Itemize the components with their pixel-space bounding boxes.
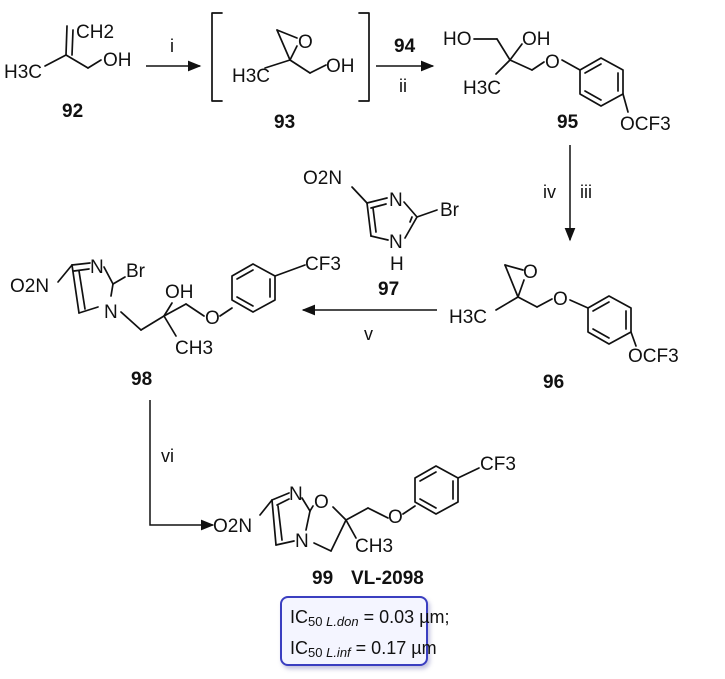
compound-96-h3c-label: H3C [449, 307, 487, 328]
compound-97-n-label: N [389, 190, 403, 211]
reagent-94: 94 [394, 36, 416, 57]
compound-95-h3c-label: H3C [463, 78, 501, 99]
reagent-step-iii: iii [580, 182, 592, 202]
compound-99-name: VL-2098 [351, 568, 424, 589]
compound-97-br-label: Br [440, 200, 460, 221]
compound-98-o2n-label: O2N [10, 276, 49, 297]
compound-95: HO OH H3C O OCF3 95 [443, 29, 671, 135]
compound-96-ocf3-label: OCF3 [628, 346, 679, 367]
compound-98: O2N N Br N OH CH3 O CF3 98 [10, 254, 341, 390]
bracket-left [211, 12, 223, 102]
compound-97-number: 97 [378, 279, 399, 300]
ic50-linf-value: = 0.17 µm [350, 638, 437, 658]
compound-93-bonds [264, 29, 327, 74]
compound-98-n-label: N [90, 257, 104, 278]
compound-93-h3c-label: H3C [232, 66, 270, 87]
compound-92: CH2 H3C OH 92 [4, 22, 132, 122]
ic50-linf-sub50: 50 [308, 645, 323, 660]
arrow-step-vi [149, 400, 215, 531]
compound-93-oh-label: OH [326, 56, 355, 77]
compound-99-bonds [259, 465, 480, 552]
compound-98-br-label: Br [126, 261, 146, 282]
compound-95-bonds [473, 38, 629, 113]
compound-97-o2n-label: O2N [303, 168, 342, 189]
compound-99-n1-label: N [295, 531, 309, 552]
ic50-linf-prefix: IC [290, 638, 308, 658]
reagent-step-v: v [364, 324, 373, 344]
compound-92-h3c-label: H3C [4, 62, 42, 83]
reagent-step-vi: vi [161, 446, 174, 466]
compound-96-number: 96 [543, 372, 564, 393]
ic50-ldon-sub50: 50 [308, 614, 323, 629]
compound-99-n-label: N [289, 484, 303, 505]
ic50-ldon-species: L.don [326, 614, 359, 629]
compound-99-ring-o-label: O [314, 492, 329, 513]
compound-98-ch3-label: CH3 [175, 338, 213, 359]
reagent-step-i: i [170, 36, 174, 56]
compound-93-number: 93 [274, 112, 295, 133]
compound-96-bonds [495, 264, 637, 347]
ic50-linf-species: L.inf [326, 645, 351, 660]
ic50-ldon-value: = 0.03 µm; [358, 607, 450, 627]
compound-97-bonds [351, 186, 438, 241]
compound-92-bonds [44, 25, 102, 69]
ic50-line-linf: IC50 L.inf = 0.17 µm [290, 635, 437, 666]
compound-95-oh-label: OH [522, 29, 551, 50]
compound-98-n1-label: N [104, 302, 118, 323]
compound-98-oh-label: OH [165, 282, 194, 303]
compound-95-o-label: O [545, 52, 560, 73]
compound-96-epoxide-o-label: O [523, 262, 538, 283]
compound-97: O2N N Br N H 97 [303, 168, 460, 300]
compound-95-ocf3-label: OCF3 [620, 114, 671, 135]
compound-99-o2n-label: O2N [213, 516, 252, 537]
compound-93: O H3C OH 93 [211, 12, 370, 133]
ic50-line-ldon: IC50 L.don = 0.03 µm; [290, 604, 450, 635]
compound-93-o-label: O [298, 32, 313, 53]
compound-96-o-label: O [553, 289, 568, 310]
compound-96: O H3C O OCF3 96 [449, 262, 679, 393]
ic50-ldon-prefix: IC [290, 607, 308, 627]
compound-95-number: 95 [557, 112, 579, 133]
compound-98-number: 98 [131, 369, 152, 390]
ic50-activity-box: IC50 L.don = 0.03 µm; IC50 L.inf = 0.17 … [280, 596, 450, 666]
compound-99-ch3-label: CH3 [355, 536, 393, 557]
reagent-step-ii: ii [399, 76, 407, 96]
compound-95-ho-label: HO [443, 29, 472, 50]
compound-97-h-label: H [390, 254, 404, 275]
compound-98-bonds [57, 262, 306, 337]
bracket-right [358, 12, 370, 102]
compound-92-number: 92 [62, 101, 83, 122]
compound-92-oh-label: OH [103, 50, 132, 71]
compound-97-nh-label: N [389, 232, 403, 253]
compound-99: O2N N O N CH3 O CF3 99 VL-2098 [213, 454, 516, 589]
compound-92-ch2-label: CH2 [76, 22, 114, 43]
compound-99-number: 99 [312, 568, 333, 589]
compound-98-o-label: O [205, 308, 220, 329]
compound-98-cf3-label: CF3 [305, 254, 341, 275]
compound-99-o-label: O [388, 507, 403, 528]
compound-99-cf3-label: CF3 [480, 454, 516, 475]
reagent-step-iv: iv [543, 182, 556, 202]
